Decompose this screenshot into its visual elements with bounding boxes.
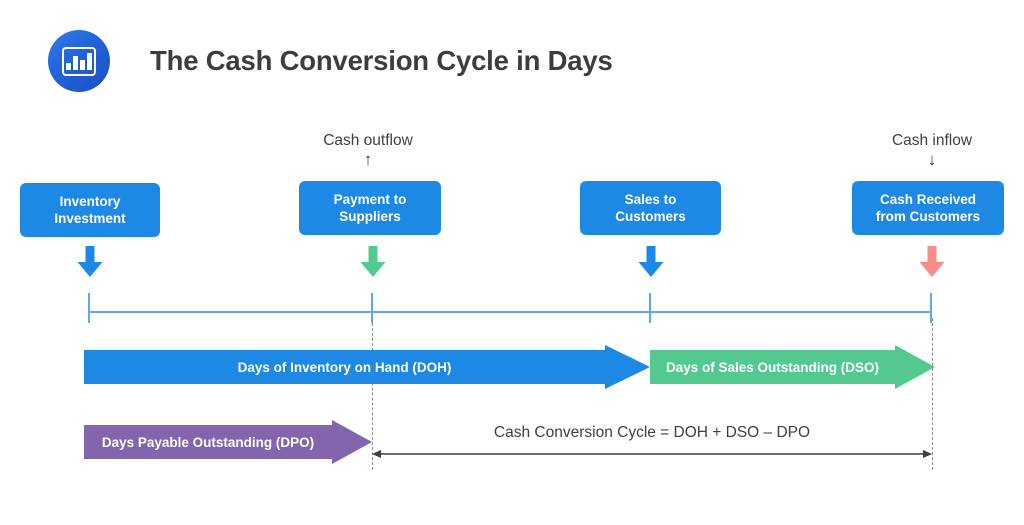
timeline-tick-inventory-investment <box>88 293 90 323</box>
event-label-line1: Inventory <box>59 194 121 209</box>
page-title: The Cash Conversion Cycle in Days <box>150 45 613 76</box>
arrow-down-icon: ↓ <box>927 150 937 169</box>
timeline-tick-cash-received <box>930 293 932 323</box>
event-label-line2: Customers <box>615 209 686 224</box>
event-box-sales-to-customers[interactable]: Sales to Customers <box>580 181 721 235</box>
event-label-line1: Cash Received <box>879 192 977 207</box>
timeline-tick-payment-to-suppliers <box>371 293 373 323</box>
dashed-guide-cash-received <box>932 318 933 470</box>
event-box-inventory-investment[interactable]: Inventory Investment <box>20 183 160 237</box>
event-label-line2: Investment <box>54 211 126 226</box>
band-label-doh: Days of Inventory on Hand (DOH) <box>237 359 452 375</box>
arrow-up-icon: ↑ <box>363 150 373 169</box>
cash-outflow-annotation: Cash outflow ↑ <box>288 132 448 168</box>
dashed-guide-payment-to-suppliers <box>372 318 373 470</box>
arrow-down-icon-cash-received <box>919 246 945 277</box>
header: The Cash Conversion Cycle in Days <box>48 30 613 92</box>
bar-chart-icon <box>48 30 110 92</box>
event-label-line2: Suppliers <box>339 209 401 224</box>
event-label-line1: Sales to <box>624 192 677 207</box>
band-label-dpo: Days Payable Outstanding (DPO) <box>101 434 315 450</box>
band-dpo: Days Payable Outstanding (DPO) <box>84 420 372 464</box>
cash-inflow-annotation: Cash inflow ↓ <box>852 132 1012 168</box>
band-label-dso: Days of Sales Outstanding (DSO) <box>665 359 880 375</box>
timeline-axis <box>89 311 932 313</box>
band-doh: Days of Inventory on Hand (DOH) <box>84 345 650 389</box>
arrow-down-icon-inventory-investment <box>77 246 103 277</box>
cash-outflow-label: Cash outflow <box>323 132 413 149</box>
band-dso: Days of Sales Outstanding (DSO) <box>650 345 935 389</box>
cash-inflow-label: Cash inflow <box>891 132 973 149</box>
arrow-down-icon-payment-to-suppliers <box>360 246 386 277</box>
event-label-line1: Payment to <box>333 192 407 207</box>
event-box-payment-to-suppliers[interactable]: Payment to Suppliers <box>299 181 441 235</box>
arrow-down-icon-sales-to-customers <box>638 246 664 277</box>
cash-conversion-cycle-formula: Cash Conversion Cycle = DOH + DSO – DPO <box>493 424 811 441</box>
double-headed-arrow-icon <box>372 450 932 458</box>
timeline-tick-sales-to-customers <box>649 293 651 323</box>
event-label-line2: from Customers <box>875 209 981 224</box>
event-box-cash-received-from-customers[interactable]: Cash Received from Customers <box>852 181 1004 235</box>
